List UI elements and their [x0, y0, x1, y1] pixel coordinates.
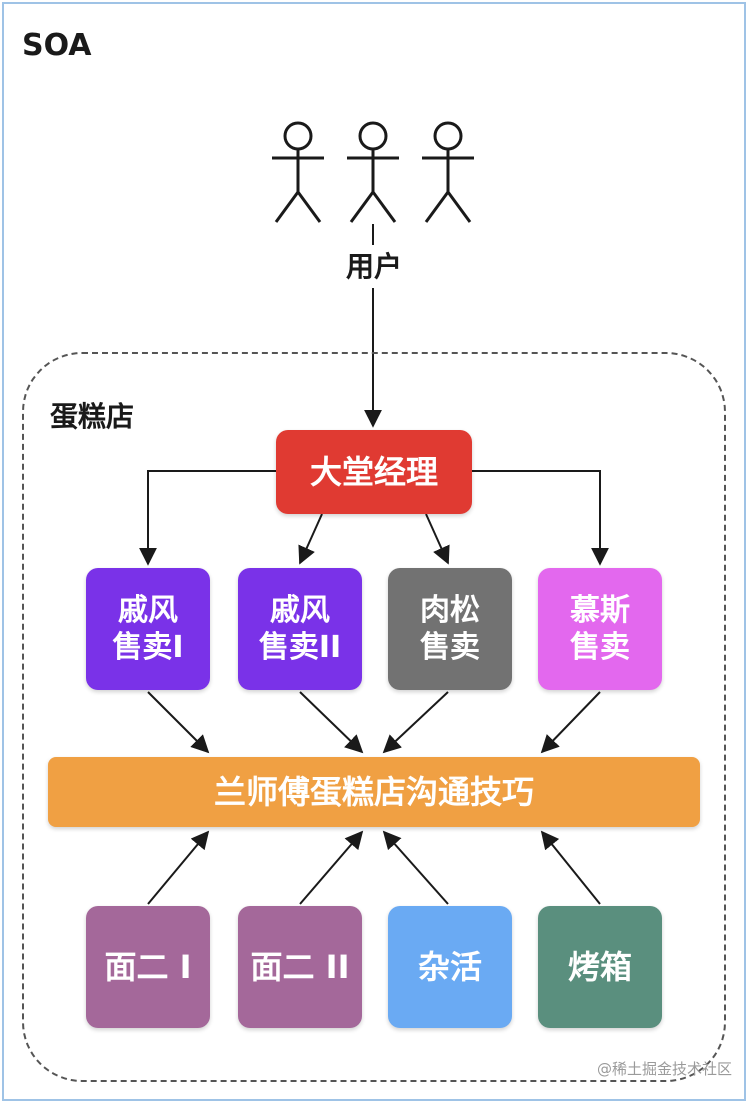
sale-node-3: 肉松 售卖 — [388, 568, 512, 690]
sale-node-1-line1: 戚风 — [118, 592, 178, 628]
sale-node-4-line2: 售卖 — [570, 630, 630, 665]
manager-label: 大堂经理 — [309, 453, 438, 491]
sale-2-to-hub-arrow — [299, 691, 364, 754]
hub-label: 兰师傅蛋糕店沟通技巧 — [213, 773, 534, 811]
worker-2-to-hub-arrow — [299, 830, 364, 905]
sale-node-4: 慕斯 售卖 — [538, 568, 662, 690]
sale-node-2-line2: 售卖II — [258, 630, 342, 665]
cake-shop-boundary — [22, 352, 726, 1082]
worker-node-1-label: 面二 I — [104, 948, 192, 986]
worker-node-4-label: 烤箱 — [567, 948, 632, 986]
user-figure-1 — [272, 121, 324, 223]
sale-node-3-line1: 肉松 — [420, 592, 480, 628]
sale-node-1: 戚风 售卖I — [86, 568, 210, 690]
worker-node-2: 面二 II — [238, 906, 362, 1028]
worker-4-to-hub-arrow — [540, 830, 601, 905]
sale-node-1-line2: 售卖I — [112, 630, 184, 665]
sale-node-2-line1: 戚风 — [270, 592, 330, 628]
sale-node-4-line1: 慕斯 — [570, 592, 630, 628]
communication-hub-node: 兰师傅蛋糕店沟通技巧 — [48, 757, 700, 827]
manager-to-sale-3-arrow — [425, 513, 450, 565]
user-figure-2 — [347, 121, 399, 223]
user-figure-3 — [422, 121, 474, 223]
worker-node-3: 杂活 — [388, 906, 512, 1028]
users-label: 用户 — [336, 245, 412, 285]
watermark: @稀土掘金技术社区 — [596, 1060, 732, 1078]
worker-node-1: 面二 I — [86, 906, 210, 1028]
diagram-title: SOA — [22, 28, 92, 63]
cake-shop-label: 蛋糕店 — [50, 400, 135, 433]
sale-node-2: 戚风 售卖II — [238, 568, 362, 690]
manager-to-sale-1-arrow — [139, 470, 276, 566]
worker-3-to-hub-arrow — [382, 830, 449, 905]
manager-to-sale-4-arrow — [472, 470, 609, 566]
worker-node-4: 烤箱 — [538, 906, 662, 1028]
worker-node-2-label: 面二 II — [250, 948, 350, 986]
worker-node-3-label: 杂活 — [417, 948, 482, 986]
sale-3-to-hub-arrow — [382, 691, 449, 754]
manager-node: 大堂经理 — [276, 430, 472, 514]
sale-4-to-hub-arrow — [540, 691, 601, 754]
worker-1-to-hub-arrow — [147, 830, 210, 905]
sale-node-3-line2: 售卖 — [420, 630, 480, 665]
sale-1-to-hub-arrow — [147, 691, 210, 754]
manager-to-sale-2-arrow — [298, 513, 323, 565]
